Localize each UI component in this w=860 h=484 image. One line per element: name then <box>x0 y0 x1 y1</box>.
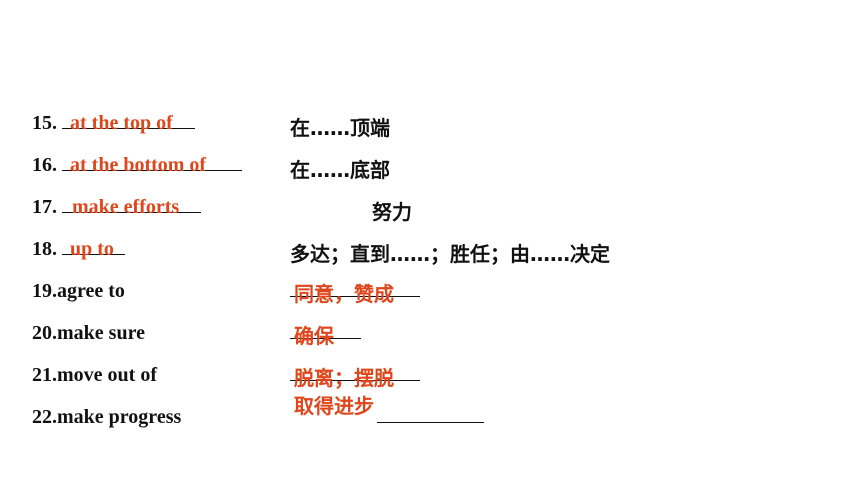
item-number: 16. <box>32 154 57 176</box>
exercise-row-19: 19.agree to 同意，赞成 <box>0 274 860 314</box>
answer-blank: 脱离；摆脱 <box>290 366 420 390</box>
answer-text: 同意，赞成 <box>294 282 394 306</box>
answer-text: 脱离；摆脱 <box>294 366 394 390</box>
exercise-row-16: 16. at the bottom of 在……底部 <box>0 148 860 188</box>
answer-blank: make efforts <box>62 196 201 218</box>
item-phrase: 20.make sure <box>32 322 145 345</box>
english-phrase: make progress <box>57 406 182 428</box>
english-phrase: agree to <box>57 280 125 302</box>
item-number: 20. <box>32 322 57 344</box>
item-number: 18. <box>32 238 57 260</box>
answer-text: at the top of <box>70 112 173 134</box>
answer-blank <box>377 422 484 423</box>
item-number: 21. <box>32 364 57 386</box>
item-number: 19. <box>32 280 57 302</box>
item-number: 15. <box>32 112 57 134</box>
item-phrase: 21.move out of <box>32 364 157 387</box>
answer-text: at the bottom of <box>70 154 207 176</box>
exercise-row-21: 21.move out of 脱离；摆脱 <box>0 358 860 398</box>
chinese-meaning: 在……顶端 <box>290 116 390 140</box>
answer-text: make efforts <box>72 196 180 218</box>
chinese-meaning: 努力 <box>372 200 412 224</box>
english-phrase: move out of <box>57 364 157 386</box>
exercise-row-18: 18. up to 多达；直到……；胜任；由……决定 <box>0 232 860 272</box>
item-phrase: 19.agree to <box>32 280 125 303</box>
chinese-meaning: 多达；直到……；胜任；由……决定 <box>290 242 610 266</box>
english-phrase: make sure <box>57 322 145 344</box>
exercise-row-17: 17. make efforts 努力 <box>0 190 860 230</box>
exercise-row-22: 22.make progress 取得进步 <box>0 394 860 440</box>
answer-blank: at the bottom of <box>62 154 242 176</box>
chinese-meaning: 在……底部 <box>290 158 390 182</box>
answer-blank: at the top of <box>62 112 195 134</box>
answer-text: 取得进步 <box>294 394 374 418</box>
exercise-row-20: 20.make sure 确保 <box>0 316 860 356</box>
item-phrase: 22.make progress <box>32 406 181 429</box>
answer-blank: 同意，赞成 <box>290 282 420 306</box>
answer-text: up to <box>70 238 114 260</box>
answer-blank: up to <box>62 238 125 260</box>
answer-text: 确保 <box>294 324 334 348</box>
exercise-row-15: 15. at the top of 在……顶端 <box>0 106 860 146</box>
answer-blank: 确保 <box>290 324 361 348</box>
item-number: 17. <box>32 196 57 218</box>
item-number: 22. <box>32 406 57 428</box>
